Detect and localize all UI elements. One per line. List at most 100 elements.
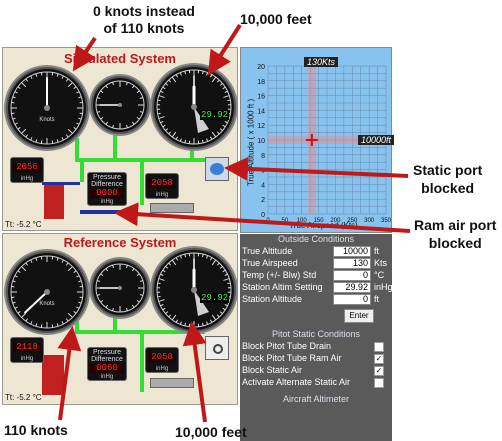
dial-tick xyxy=(216,79,220,83)
dial-tick xyxy=(224,90,228,93)
dial-tick xyxy=(30,321,33,325)
dial-tick xyxy=(157,282,161,285)
annotation-zero-knots: 0 knots instead of 110 knots xyxy=(93,3,195,36)
dial-tick xyxy=(67,128,73,134)
dial-tick xyxy=(61,321,64,325)
outside-row-unit: Kts xyxy=(374,258,388,268)
dial-tick xyxy=(219,128,223,131)
dial-tick xyxy=(56,73,59,77)
asi-label: Knots xyxy=(39,301,54,307)
outside-row-input[interactable]: 29.92 xyxy=(333,282,371,293)
dial-tick xyxy=(158,95,165,98)
plot-y-tick: 4 xyxy=(261,182,265,189)
ref-static-port[interactable] xyxy=(205,336,229,360)
enter-button[interactable]: Enter xyxy=(344,309,374,323)
dial-tick xyxy=(14,122,18,125)
dial-tick xyxy=(131,268,135,272)
dial-tick xyxy=(223,278,230,281)
dial-tick xyxy=(100,299,104,303)
outside-row-input[interactable]: 130 xyxy=(333,258,371,269)
dial-tick xyxy=(184,254,187,258)
dial-tick xyxy=(76,275,80,278)
dial-tick xyxy=(14,275,18,278)
dial-tick xyxy=(206,321,209,325)
pitot-row-label: Activate Alternate Static Air xyxy=(242,377,351,387)
outside-row-unit: ft xyxy=(374,294,380,304)
dial-tick xyxy=(21,312,27,318)
dial-tick xyxy=(126,265,128,269)
dial-tick xyxy=(56,323,59,327)
dial-tick xyxy=(209,257,213,261)
dial-tick xyxy=(222,269,226,273)
ref-altimeter-gauge: 29.92 xyxy=(152,248,236,332)
dial-tick xyxy=(112,124,114,128)
dial-tick xyxy=(165,266,169,269)
dial-tick xyxy=(179,321,182,325)
pitot-row-checkbox[interactable] xyxy=(374,378,384,388)
pitot-row-checkbox[interactable]: ✓ xyxy=(374,366,384,376)
dial-tick xyxy=(14,306,18,309)
plot-y-tick: 18 xyxy=(257,79,265,86)
plot-y-tick: 14 xyxy=(257,108,265,115)
dial-tick xyxy=(216,262,220,266)
dial-tick xyxy=(97,280,101,282)
dial-tick xyxy=(35,139,38,143)
dial-tick xyxy=(158,116,165,119)
dial-tick xyxy=(100,273,104,277)
dial-tick xyxy=(224,273,228,276)
dial-tick xyxy=(105,268,109,272)
sim-vsi-gauge xyxy=(91,76,149,134)
dial-tick xyxy=(35,73,38,77)
outside-row-input[interactable]: 10000 xyxy=(333,246,371,257)
dial-tick xyxy=(61,75,64,79)
dial-tick xyxy=(78,280,82,283)
dial-tick xyxy=(175,74,179,78)
dial-tick xyxy=(201,139,204,143)
outside-row-input[interactable]: 0 xyxy=(333,270,371,281)
sim-ram-line xyxy=(80,210,120,214)
dial-tick xyxy=(30,259,33,263)
dial-tick xyxy=(131,304,135,308)
dial-tick xyxy=(65,262,69,266)
dial-tick xyxy=(136,116,140,120)
pitot-row-checkbox[interactable]: ✓ xyxy=(374,354,384,364)
dial-tick xyxy=(206,138,209,142)
dial-tick xyxy=(216,131,220,135)
dial-tick xyxy=(25,134,29,138)
ref-vsi-gauge xyxy=(91,259,149,317)
dial-tick xyxy=(184,139,187,143)
dial-tick xyxy=(21,266,27,272)
dial-tick xyxy=(17,126,21,130)
dial-tick xyxy=(157,295,161,298)
dial-tick xyxy=(201,71,204,75)
sim-airspeed-gauge: Knots xyxy=(6,67,88,149)
dial-tick xyxy=(184,71,187,75)
dial-tick xyxy=(56,257,59,261)
outside-row-input[interactable]: 0 xyxy=(333,294,371,305)
dial-tick xyxy=(179,138,182,142)
dial-tick xyxy=(73,310,77,314)
dial-tick xyxy=(112,307,114,311)
dial-tick xyxy=(165,128,169,131)
dial-tick xyxy=(65,78,69,82)
dial-tick xyxy=(171,76,177,83)
dial-tick xyxy=(76,91,80,94)
dial-tick xyxy=(160,90,164,93)
dial-tick xyxy=(136,273,140,277)
dial-tick xyxy=(157,99,161,102)
dial-tick xyxy=(105,121,109,125)
annotation-110-knots: 110 knots xyxy=(4,422,68,438)
pitot-row-checkbox[interactable] xyxy=(374,342,384,352)
plot-y-tick: 0 xyxy=(261,212,265,219)
sim-kollsman-window: 29.92 xyxy=(200,110,230,120)
sim-static-port[interactable] xyxy=(205,157,229,181)
dial-tick xyxy=(206,72,209,76)
sim-static-line xyxy=(42,182,80,185)
pitot-row-label: Block Pitot Tube Ram Air xyxy=(242,353,342,363)
dial-tick xyxy=(12,117,16,120)
dial-tick xyxy=(162,124,166,128)
altimeter-hatch xyxy=(194,107,209,133)
dial-tick xyxy=(165,83,169,86)
